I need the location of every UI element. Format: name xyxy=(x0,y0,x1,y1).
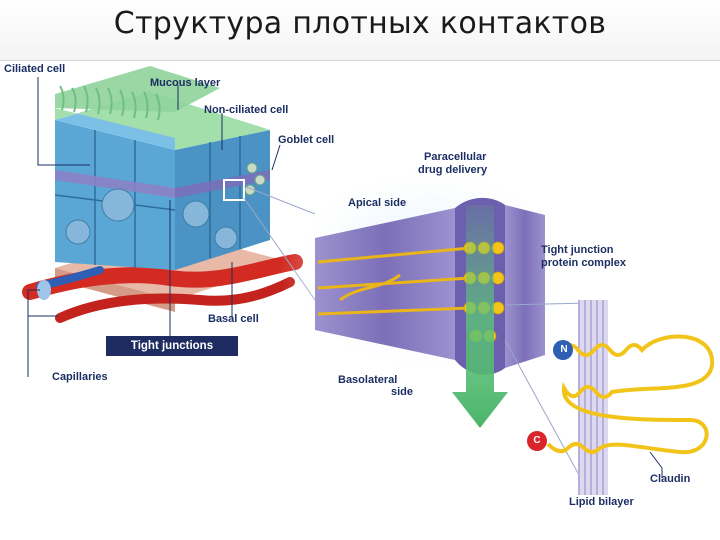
tight-junction-diagram xyxy=(22,66,715,496)
label-tight-junctions: Tight junctions xyxy=(106,336,238,356)
label-basolateral-1: Basolateral xyxy=(338,374,398,386)
label-apical-side: Apical side xyxy=(348,197,407,209)
label-paracellular-1: Paracellular xyxy=(424,151,487,163)
label-claudin: Claudin xyxy=(650,473,691,485)
claudin-zoom xyxy=(504,300,715,496)
label-c-terminus: C xyxy=(533,435,541,446)
leader-lines xyxy=(27,77,316,377)
label-basal-cell: Basal cell xyxy=(208,313,259,325)
label-ciliated-cell: Ciliated cell xyxy=(4,63,66,75)
epithelium-block xyxy=(22,66,303,323)
title-bar: Структура плотных контактов xyxy=(0,0,720,61)
n-terminus xyxy=(553,340,573,360)
label-tight-junction-complex-1: Tight junction xyxy=(541,244,614,256)
label-paracellular-2: drug delivery xyxy=(418,164,488,176)
label-goblet-cell: Goblet cell xyxy=(278,134,335,146)
label-n-terminus: N xyxy=(560,344,568,355)
label-tight-junction-complex-2: protein complex xyxy=(541,257,626,269)
label-basolateral-2: side xyxy=(391,386,414,398)
label-mucous-layer: Mucous layer xyxy=(150,77,221,89)
label-capillaries: Capillaries xyxy=(52,371,108,383)
c-terminus xyxy=(527,431,547,451)
label-non-ciliated-cell: Non-ciliated cell xyxy=(204,104,289,116)
slide-title: Структура плотных контактов xyxy=(113,6,607,41)
junction-zoom xyxy=(280,160,580,428)
label-lipid-bilayer: Lipid bilayer xyxy=(569,496,634,508)
